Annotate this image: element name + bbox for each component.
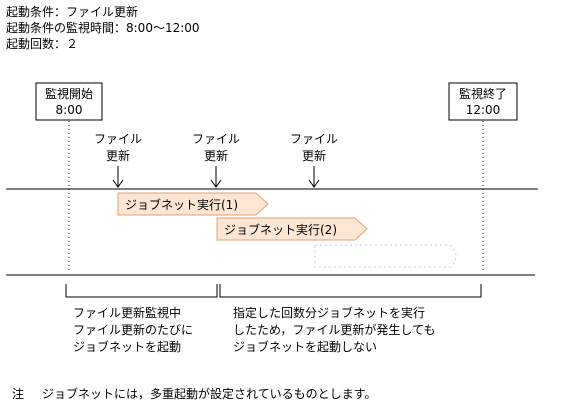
- jobnet-run-2: ジョブネット実行(2): [216, 217, 368, 241]
- condition-trigger: 起動条件：ファイル更新: [6, 5, 139, 19]
- left-desc-line3: ジョブネットを起動: [73, 339, 181, 354]
- monitor-end-box: 監視終了 12:00: [448, 82, 518, 121]
- left-desc-line2: ファイル更新のたびに: [73, 322, 193, 337]
- file-update-event-3: ファイル 更新: [290, 132, 338, 188]
- jobnet-not-executed-ghost: [314, 244, 457, 268]
- footnote-text: ジョブネットには，多重起動が設定されているものとします。: [42, 386, 376, 401]
- right-desc-line3: ジョブネットを起動しない: [233, 339, 377, 354]
- monitor-start-box: 監視開始 8:00: [35, 82, 103, 121]
- condition-monitor-time: 起動条件の監視時間：8:00～12:00: [6, 21, 200, 35]
- right-desc-line1: 指定した回数分ジョブネットを実行: [233, 305, 425, 320]
- right-bracket: [219, 284, 482, 298]
- file-update-label-3b: 更新: [302, 148, 326, 163]
- file-update-label-1b: 更新: [106, 148, 130, 163]
- down-arrow-icon: [210, 179, 222, 188]
- file-update-label-1a: ファイル: [94, 132, 142, 146]
- file-update-event-1: ファイル 更新: [94, 132, 142, 188]
- start-conditions: 起動条件：ファイル更新 起動条件の監視時間：8:00～12:00 起動回数：２: [6, 4, 200, 52]
- right-bracket-description: 指定した回数分ジョブネットを実行 したため，ファイル更新が発生しても ジョブネッ…: [233, 305, 435, 354]
- condition-start-count: 起動回数：２: [6, 37, 79, 51]
- down-arrow-icon: [308, 179, 320, 188]
- right-desc-line2: したため，ファイル更新が発生しても: [233, 322, 435, 337]
- left-desc-line1: ファイル更新監視中: [73, 305, 181, 320]
- footnote: 注 ジョブネットには，多重起動が設定されているものとします。: [12, 386, 376, 401]
- jobnet-run-label-2: ジョブネット実行(2): [224, 222, 337, 237]
- file-update-event-2: ファイル 更新: [192, 132, 240, 188]
- jobnet-run-1: ジョブネット実行(1): [117, 192, 269, 216]
- jobnet-run-label-1: ジョブネット実行(1): [125, 197, 238, 212]
- left-bracket-description: ファイル更新監視中 ファイル更新のたびに ジョブネットを起動: [73, 305, 193, 354]
- down-arrow-icon: [112, 179, 124, 188]
- file-update-label-2a: ファイル: [192, 132, 240, 146]
- file-update-label-3a: ファイル: [290, 132, 338, 146]
- monitor-end-label: 監視終了: [459, 86, 507, 101]
- file-update-label-2b: 更新: [204, 148, 228, 163]
- monitor-end-time: 12:00: [466, 103, 501, 117]
- monitor-start-time: 8:00: [56, 103, 83, 117]
- footnote-mark: 注: [12, 386, 24, 401]
- monitor-start-label: 監視開始: [45, 86, 93, 101]
- left-bracket: [65, 284, 218, 298]
